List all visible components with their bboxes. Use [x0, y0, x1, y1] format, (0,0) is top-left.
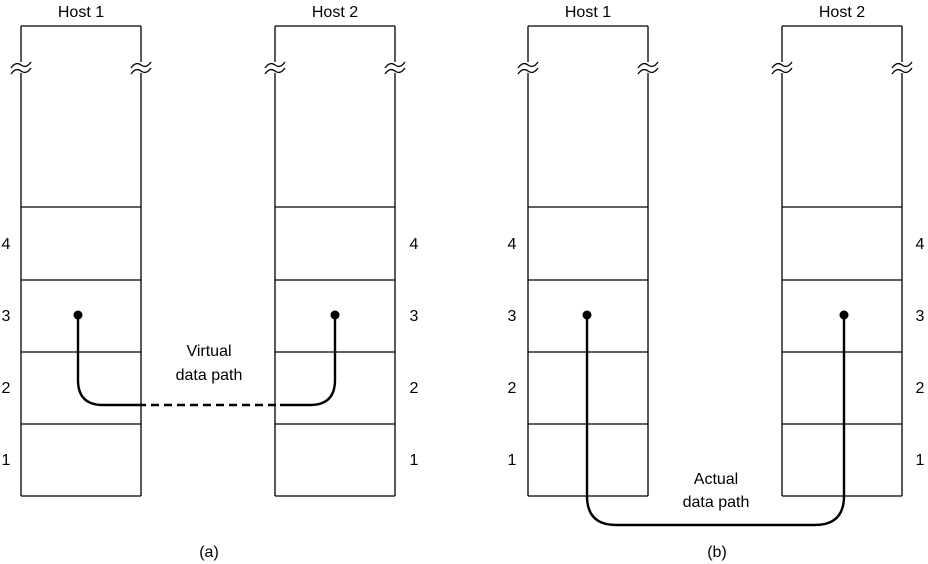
break-mark-icon	[891, 61, 913, 75]
diagram-a: Host 1 4 3 2 1	[2, 4, 419, 561]
diagram-a-host-1-label: Host 1	[58, 4, 104, 21]
diagram-a-host-2-stack: Host 2 4 3 2 1	[264, 4, 419, 497]
diagram-b-host-2-label: Host 2	[819, 4, 865, 21]
layer-number: 3	[916, 308, 925, 325]
diagram-a-host-2-label: Host 2	[312, 4, 358, 21]
layer-number: 1	[508, 452, 517, 469]
break-mark-icon	[264, 61, 286, 75]
diagram-a-host-1-stack: Host 1 4 3 2 1	[2, 4, 152, 497]
diagram-b-host-2-stack: Host 2 4 3 2 1	[771, 4, 925, 497]
layer-number: 1	[410, 452, 419, 469]
break-mark-icon	[384, 61, 406, 75]
layer-number: 2	[916, 380, 925, 397]
layer-number: 4	[410, 236, 419, 253]
diagram-b-caption: (b)	[707, 544, 727, 561]
break-mark-icon	[637, 61, 659, 75]
endpoint-dot	[839, 310, 849, 320]
diagram-b: Host 1 4 3 2 1 H	[508, 4, 925, 561]
diagram-b-actual-path: Actual data path	[582, 310, 849, 527]
layer-number: 2	[410, 380, 419, 397]
layer-number: 3	[2, 308, 11, 325]
diagram-a-virtual-path: Virtual data path	[73, 310, 340, 407]
layer-number: 1	[2, 452, 11, 469]
path-label-line2: data path	[683, 494, 750, 511]
break-mark-icon	[130, 61, 152, 75]
layer-number: 3	[410, 308, 419, 325]
layer-number: 3	[508, 308, 517, 325]
break-mark-icon	[10, 61, 32, 75]
path-label-line1: Virtual	[186, 343, 231, 360]
path-label-line2: data path	[176, 367, 243, 384]
layer-number: 4	[2, 236, 11, 253]
layer-number: 4	[916, 236, 925, 253]
diagram-b-host-1-label: Host 1	[565, 4, 611, 21]
endpoint-dot	[330, 310, 340, 320]
layer-number: 2	[2, 380, 11, 397]
break-mark-icon	[517, 61, 539, 75]
layer-number: 4	[508, 236, 517, 253]
diagram-b-host-1-stack: Host 1 4 3 2 1	[508, 4, 659, 497]
diagram-a-caption: (a)	[199, 544, 219, 561]
path-label-line1: Actual	[694, 471, 738, 488]
break-mark-icon	[771, 61, 793, 75]
layer-number: 2	[508, 380, 517, 397]
layer-number: 1	[916, 452, 925, 469]
